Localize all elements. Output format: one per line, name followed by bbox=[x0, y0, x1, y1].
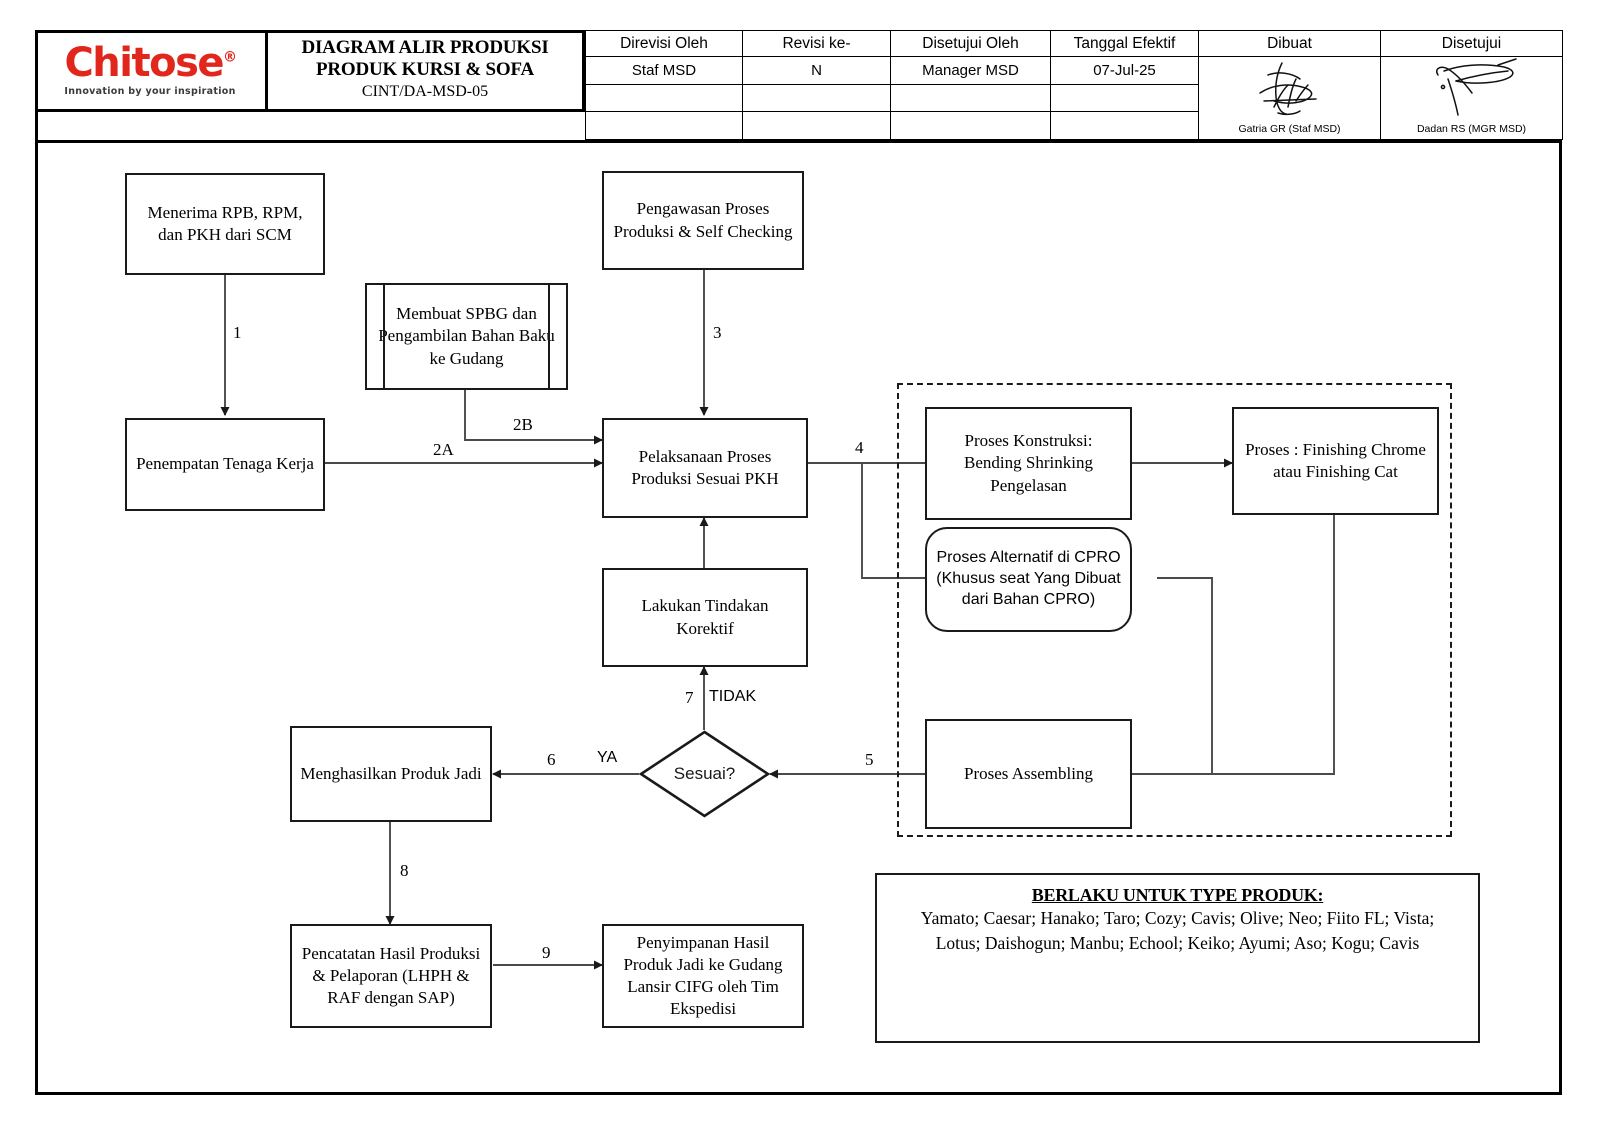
edge-label-4: 4 bbox=[855, 438, 864, 457]
node-sesuai-label: Sesuai? bbox=[673, 764, 736, 783]
edge-cpro-to-assembling bbox=[1118, 577, 1213, 779]
node-proses-finishing-label: Proses : Finishing Chrome atau Finishing… bbox=[1245, 439, 1426, 481]
cell-disetujui-oleh: Manager MSD bbox=[890, 56, 1051, 85]
product-type-note-line2: Lotus; Daishogun; Manbu; Echool; Keiko; … bbox=[935, 932, 1420, 953]
cell-empty bbox=[1050, 83, 1199, 113]
col-direvisi-oleh: Direvisi Oleh bbox=[585, 30, 743, 57]
edge-4b bbox=[861, 463, 955, 583]
node-proses-konstruksi-label: Proses Konstruksi: Bending Shrinking Pen… bbox=[964, 431, 1093, 495]
edge-label-3: 3 bbox=[713, 323, 722, 342]
document-title-block: DIAGRAM ALIR PRODUKSI PRODUK KURSI & SOF… bbox=[268, 30, 585, 112]
node-pencatatan-hasil: Pencatatan Hasil Produksi & Pelaporan (L… bbox=[290, 924, 492, 1028]
logo-tagline: Innovation by your inspiration bbox=[64, 85, 236, 97]
product-type-note: BERLAKU UNTUK TYPE PRODUK: Yamato; Caesa… bbox=[875, 873, 1480, 1043]
node-pelaksanaan-proses-label: Pelaksanaan Proses Produksi Sesuai PKH bbox=[631, 446, 779, 488]
edge-2b bbox=[464, 390, 603, 445]
col-disetujui-oleh: Disetujui Oleh bbox=[890, 30, 1051, 57]
product-type-note-title: BERLAKU UNTUK TYPE PRODUK: bbox=[1031, 885, 1324, 905]
node-proses-konstruksi: Proses Konstruksi: Bending Shrinking Pen… bbox=[925, 407, 1132, 520]
edge-label-7: 7 bbox=[685, 688, 694, 707]
cell-tanggal-efektif: 07-Jul-25 bbox=[1050, 56, 1199, 85]
approval-table-header-row: Direvisi Oleh Revisi ke- Disetujui Oleh … bbox=[585, 30, 1563, 57]
col-dibuat: Dibuat bbox=[1198, 30, 1381, 57]
document-header: Chitose® Innovation by your inspiration … bbox=[35, 30, 1563, 143]
document-code: CINT/DA-MSD-05 bbox=[361, 82, 489, 100]
col-revisi-ke: Revisi ke- bbox=[742, 30, 891, 57]
edge-label-ya: YA bbox=[597, 749, 618, 766]
node-penyimpanan-hasil: Penyimpanan Hasil Produk Jadi ke Gudang … bbox=[602, 924, 804, 1028]
cell-empty bbox=[890, 111, 1051, 140]
node-lakukan-tindakan-korektif-label: Lakukan Tindakan Korektif bbox=[641, 596, 769, 638]
approval-table: Direvisi Oleh Revisi ke- Disetujui Oleh … bbox=[585, 30, 1563, 140]
node-penempatan-tenaga-kerja: Penempatan Tenaga Kerja bbox=[125, 418, 325, 511]
cell-empty bbox=[585, 83, 743, 113]
edge-label-6: 6 bbox=[547, 750, 556, 769]
node-pengawasan-proses: Pengawasan Proses Produksi & Self Checki… bbox=[602, 171, 804, 270]
node-proses-finishing: Proses : Finishing Chrome atau Finishing… bbox=[1232, 407, 1439, 515]
node-penempatan-tenaga-kerja-label: Penempatan Tenaga Kerja bbox=[136, 454, 314, 474]
edge-label-tidak: TIDAK bbox=[709, 688, 757, 705]
company-logo: Chitose® Innovation by your inspiration bbox=[35, 30, 268, 112]
node-menghasilkan-produk-jadi-label: Menghasilkan Produk Jadi bbox=[300, 763, 482, 783]
node-membuat-spbg-label: Membuat SPBG dan Pengambilan Bahan Baku … bbox=[378, 304, 555, 368]
signature-caption-disetujui: Dadan RS (MGR MSD) bbox=[1416, 123, 1527, 135]
cell-empty bbox=[585, 111, 743, 140]
node-proses-assembling-label: Proses Assembling bbox=[964, 763, 1093, 783]
edge-label-1: 1 bbox=[233, 323, 242, 342]
logo-wordmark: Chitose® bbox=[64, 39, 237, 86]
edge-label-2b: 2B bbox=[513, 415, 533, 434]
registered-trademark-icon: ® bbox=[223, 49, 237, 66]
cell-revisi-ke: N bbox=[742, 56, 891, 85]
node-menerima-rpb: Menerima RPB, RPM, dan PKH dari SCM bbox=[125, 173, 325, 275]
node-penyimpanan-hasil-label: Penyimpanan Hasil Produk Jadi ke Gudang … bbox=[623, 932, 783, 1019]
node-pencatatan-hasil-label: Pencatatan Hasil Produksi & Pelaporan (L… bbox=[301, 943, 481, 1008]
node-proses-assembling: Proses Assembling bbox=[925, 719, 1132, 829]
edge-label-9: 9 bbox=[542, 943, 551, 962]
node-pengawasan-proses-label: Pengawasan Proses Produksi & Self Checki… bbox=[613, 199, 793, 241]
production-process-group bbox=[897, 383, 1452, 837]
edge-label-2a: 2A bbox=[433, 440, 454, 459]
node-proses-alternatif-cpro-label: Proses Alternatif di CPRO (Khusus seat Y… bbox=[936, 549, 1121, 608]
node-lakukan-tindakan-korektif: Lakukan Tindakan Korektif bbox=[602, 568, 808, 667]
node-menerima-rpb-label: Menerima RPB, RPM, dan PKH dari SCM bbox=[147, 202, 303, 244]
logo-text: Chitose bbox=[64, 39, 224, 86]
node-membuat-spbg: Membuat SPBG dan Pengambilan Bahan Baku … bbox=[365, 282, 568, 391]
document-title-line1: DIAGRAM ALIR PRODUKSI bbox=[301, 36, 549, 58]
table-row bbox=[585, 111, 1563, 140]
decision-diamond-shape bbox=[639, 730, 770, 818]
col-tanggal-efektif: Tanggal Efektif bbox=[1050, 30, 1199, 57]
document-title-line2: PRODUK KURSI & SOFA bbox=[315, 59, 535, 81]
cell-empty bbox=[742, 83, 891, 113]
node-pelaksanaan-proses: Pelaksanaan Proses Produksi Sesuai PKH bbox=[602, 418, 808, 518]
table-row: Staf MSD N Manager MSD 07-Jul-25 bbox=[585, 56, 1563, 140]
product-type-note-line1: Yamato; Caesar; Hanako; Taro; Cozy; Cavi… bbox=[920, 908, 1435, 928]
cell-empty bbox=[1050, 111, 1199, 140]
cell-empty bbox=[742, 111, 891, 140]
signature-icon-disetujui bbox=[1435, 58, 1517, 116]
node-menghasilkan-produk-jadi: Menghasilkan Produk Jadi bbox=[290, 726, 492, 822]
flowchart-canvas: Menerima RPB, RPM, dan PKH dari SCM Pene… bbox=[35, 143, 1562, 1095]
edge-label-5: 5 bbox=[865, 750, 874, 769]
cell-direvisi-oleh: Staf MSD bbox=[585, 56, 743, 85]
col-disetujui: Disetujui bbox=[1380, 30, 1563, 57]
edge-label-8: 8 bbox=[400, 861, 409, 880]
cell-empty bbox=[890, 83, 1051, 113]
signature-disetujui: Dadan RS (MGR MSD) bbox=[1380, 56, 1563, 140]
node-sesuai-decision: Sesuai? bbox=[639, 730, 770, 818]
node-proses-alternatif-cpro: Proses Alternatif di CPRO (Khusus seat Y… bbox=[925, 527, 1132, 632]
signature-caption-dibuat: Gatria GR (Staf MSD) bbox=[1238, 123, 1341, 135]
signature-icon-dibuat bbox=[1258, 62, 1317, 116]
signature-dibuat: Gatria GR (Staf MSD) bbox=[1198, 56, 1381, 140]
